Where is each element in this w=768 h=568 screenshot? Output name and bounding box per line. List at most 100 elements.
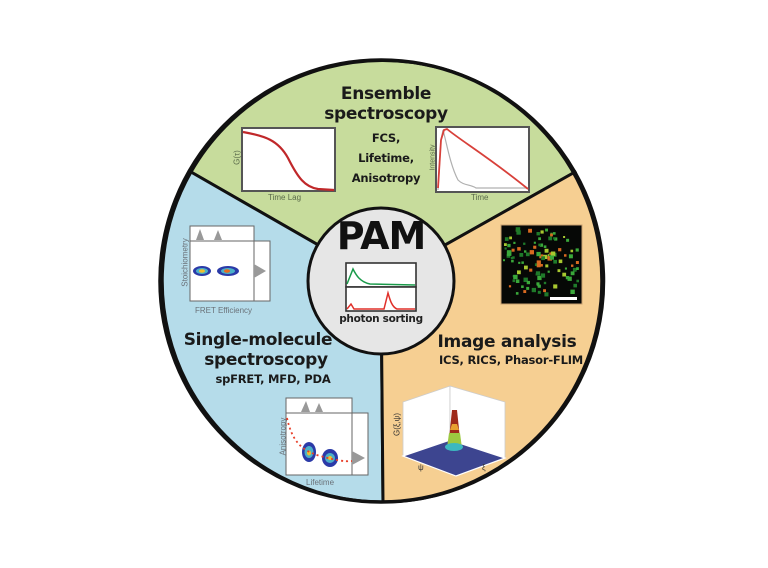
fluorescent-spot xyxy=(523,290,527,293)
fluorescent-spot xyxy=(549,255,554,260)
fluorescent-spot xyxy=(565,276,570,280)
fluorescent-spot xyxy=(515,292,519,295)
fluorescent-spot xyxy=(511,248,515,252)
single-molecule-title-line1: Single-molecule xyxy=(183,330,333,350)
fluorescent-spot xyxy=(545,264,549,268)
single-molecule-methods: spFRET, MFD, PDA xyxy=(215,372,331,386)
fluorescent-spot xyxy=(540,264,543,267)
rics-xlabel: ψ xyxy=(418,463,424,472)
fluorescent-spot xyxy=(509,236,512,240)
fluorescent-spot xyxy=(575,248,579,252)
fluorescent-spot xyxy=(540,230,544,234)
fluorescent-spot xyxy=(558,248,562,252)
fluorescent-spot xyxy=(539,243,544,247)
fluorescent-spot xyxy=(516,230,521,235)
fluorescent-spot xyxy=(543,245,547,248)
fluorescent-spot xyxy=(538,243,541,247)
fcs-xlabel: Time Lag xyxy=(268,193,302,202)
stoichiometry-ylabel: Stoichiometry xyxy=(180,238,190,287)
decay-fit-curve xyxy=(437,127,529,190)
anisotropy-histogram xyxy=(352,451,365,465)
lifetime-histogram xyxy=(286,401,352,412)
fluorescent-spot xyxy=(553,284,558,289)
stoichiometry-histogram xyxy=(254,264,266,278)
fluorescent-spot xyxy=(507,243,511,248)
anisotropy-lifetime-plot xyxy=(285,397,369,476)
rics-ylabel: ξ xyxy=(482,463,486,472)
fluorescent-spot xyxy=(543,281,547,285)
photon-sorting-plot xyxy=(345,262,417,312)
rics-zlabel: G(ξ,ψ) xyxy=(392,412,402,437)
fluorescent-spot xyxy=(543,254,548,259)
fluorescent-spot xyxy=(566,238,570,242)
fluorescent-spot xyxy=(537,284,540,287)
lifetime-xlabel: Time xyxy=(471,193,489,202)
rics-surface-plot xyxy=(401,385,507,477)
fluorescent-spot xyxy=(521,285,524,288)
fluorescent-spot xyxy=(536,263,541,268)
fluorescent-spot xyxy=(567,276,572,281)
fluorescent-spot xyxy=(553,237,556,240)
fluorescent-spot xyxy=(510,256,513,260)
fluorescent-spot xyxy=(511,259,514,263)
fluorescent-spot xyxy=(526,280,530,285)
fluorescent-spot xyxy=(533,241,536,244)
fluorescent-spot xyxy=(524,265,528,270)
ensemble-method-fcs: FCS, xyxy=(371,131,401,145)
fluorescent-spot xyxy=(523,242,526,245)
ensemble-method-anisotropy: Anisotropy xyxy=(351,171,421,185)
fluorescent-spot xyxy=(537,275,542,281)
fluorescent-spot xyxy=(553,232,556,235)
green-channel-trace xyxy=(346,267,416,286)
fluorescent-spot xyxy=(508,285,512,288)
fluorescent-spot xyxy=(550,233,553,237)
lifetime-ylabel: Intensity xyxy=(429,144,437,171)
fluorescent-spot xyxy=(570,249,574,253)
fluorescent-spot xyxy=(544,248,549,253)
fluorescent-spot xyxy=(572,267,577,272)
single-molecule-title-line2: spectroscopy xyxy=(204,350,328,370)
fluorescent-spot xyxy=(524,250,527,253)
fluorescent-spot xyxy=(558,259,563,264)
fluorescent-spot xyxy=(512,279,516,283)
fcs-curve xyxy=(242,130,335,192)
fluorescent-spot xyxy=(564,254,567,257)
fluorescent-spot xyxy=(541,256,545,261)
fluorescent-spot xyxy=(563,236,566,238)
fluorescent-spot xyxy=(529,250,534,255)
fluorescent-spot xyxy=(550,251,556,256)
fret-xlabel: FRET Efficiency xyxy=(195,306,253,315)
fluorescent-spot xyxy=(570,271,575,276)
image-analysis-title: Image analysis xyxy=(437,332,577,352)
fluorescent-spot xyxy=(515,227,521,232)
outer-ring xyxy=(158,58,604,504)
fluorescent-spot xyxy=(504,237,509,241)
fluorescent-spot xyxy=(543,289,546,293)
fluorescent-spot xyxy=(568,254,573,259)
fluorescent-spot xyxy=(547,256,552,261)
fluorescent-spot xyxy=(535,273,538,276)
fluorescent-spot xyxy=(531,287,536,293)
fluorescent-spot xyxy=(536,282,540,286)
fluorescent-spot xyxy=(518,261,521,264)
fcs-correlation-plot xyxy=(241,127,336,192)
fluorescent-spot xyxy=(533,245,537,249)
scale-bar xyxy=(550,297,577,300)
fluorescent-spot xyxy=(504,247,507,250)
red-channel-trace xyxy=(346,290,415,310)
fluorescent-spot xyxy=(526,286,530,290)
fluorescent-spot xyxy=(537,290,541,294)
fret-stoichiometry-plot xyxy=(189,225,271,302)
fluorescent-spot xyxy=(575,261,579,264)
photon-sorting-label: photon sorting xyxy=(339,313,423,325)
fluorescent-spot xyxy=(519,253,524,257)
fluorescent-spot xyxy=(536,260,541,265)
fluorescent-spot xyxy=(571,264,574,267)
image-analysis-methods: ICS, RICS, Phasor-FLIM xyxy=(438,353,584,367)
fluorescent-spot xyxy=(576,267,579,270)
fluorescent-spot xyxy=(504,243,507,246)
fluorescent-spot xyxy=(557,269,561,273)
fluorescent-spot xyxy=(544,292,549,297)
population-1 xyxy=(193,266,211,276)
